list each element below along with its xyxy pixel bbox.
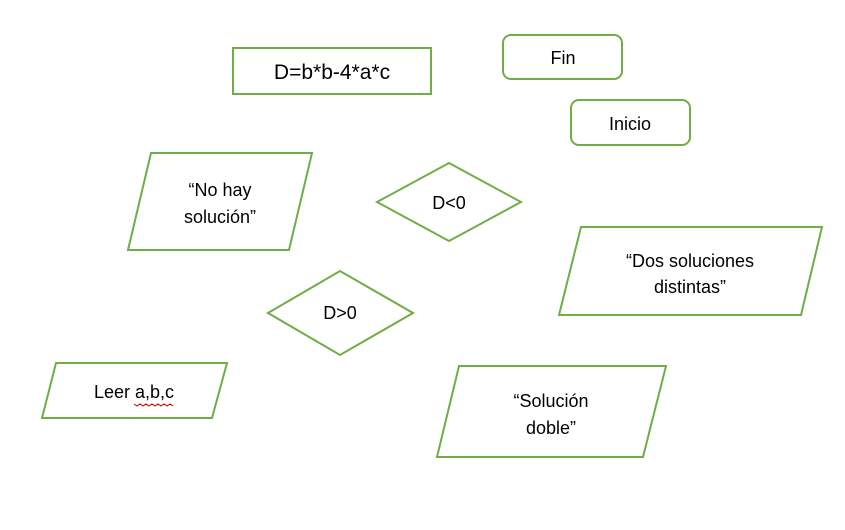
- diamond: [374, 161, 524, 243]
- process-box-formula[interactable]: D=b*b-4*a*c: [232, 47, 432, 95]
- parallelogram: [557, 226, 824, 316]
- formula-label: D=b*b-4*a*c: [274, 61, 390, 84]
- parallelogram: [435, 365, 668, 458]
- parallelogram: [40, 362, 229, 419]
- parallelogram: [126, 152, 314, 251]
- d-lt-0-label: D<0: [432, 193, 466, 213]
- dos-soluciones-line-2: distintas”: [654, 277, 726, 297]
- inicio-label: Inicio: [609, 114, 651, 134]
- leer-label: Leer a,b,c: [94, 382, 174, 402]
- process-rect: [232, 47, 432, 95]
- d-gt-0-label: D>0: [323, 303, 357, 323]
- solucion-doble-line-1: “Solución: [513, 391, 588, 411]
- io-leer[interactable]: Leer a,b,c: [40, 362, 229, 419]
- no-hay-line-1: “No hay: [188, 180, 251, 200]
- dos-soluciones-line-1: “Dos soluciones: [626, 251, 754, 271]
- terminator-inicio[interactable]: Inicio: [570, 99, 691, 146]
- io-no-hay-solucion[interactable]: “No hay solución”: [126, 152, 314, 251]
- fin-label: Fin: [550, 48, 575, 68]
- solucion-doble-line-2: doble”: [526, 418, 576, 438]
- io-solucion-doble[interactable]: “Solución doble”: [435, 365, 668, 458]
- terminator-rect: [502, 34, 623, 80]
- terminator-fin[interactable]: Fin: [502, 34, 623, 80]
- io-dos-soluciones[interactable]: “Dos soluciones distintas”: [557, 226, 824, 316]
- spellcheck-underline: [133, 403, 174, 407]
- decision-d-gt-0[interactable]: D>0: [266, 269, 416, 357]
- no-hay-line-2: solución”: [184, 207, 256, 227]
- decision-d-lt-0[interactable]: D<0: [374, 161, 524, 243]
- diamond: [266, 269, 416, 357]
- terminator-rect: [570, 99, 691, 146]
